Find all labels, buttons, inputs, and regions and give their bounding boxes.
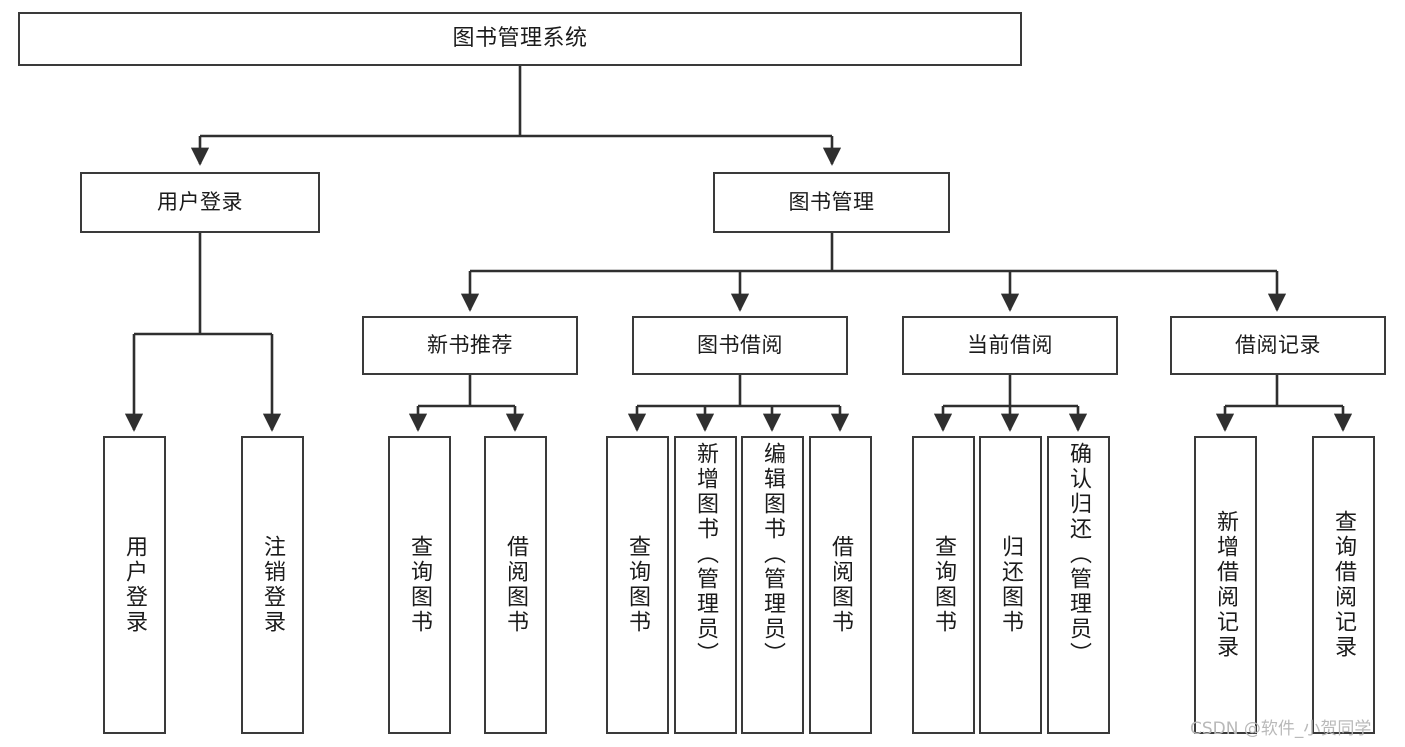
- node-label: 借阅记录: [1235, 333, 1321, 358]
- leaf-edit-book[interactable]: 编辑图书（管理员）: [741, 436, 804, 734]
- node-label: 确认归还（管理员）: [1066, 442, 1092, 667]
- leaf-query-record[interactable]: 查询借阅记录: [1312, 436, 1375, 734]
- leaf-query-book-3[interactable]: 查询图书: [912, 436, 975, 734]
- leaf-confirm-return[interactable]: 确认归还（管理员）: [1047, 436, 1110, 734]
- node-label: 图书管理系统: [452, 26, 588, 52]
- node-label: 借阅图书: [503, 535, 529, 635]
- node-root-system[interactable]: 图书管理系统: [18, 12, 1022, 66]
- leaf-add-record[interactable]: 新增借阅记录: [1194, 436, 1257, 734]
- node-label: 查询图书: [931, 535, 957, 635]
- node-label: 新书推荐: [427, 333, 513, 358]
- leaf-logout-login[interactable]: 注销登录: [241, 436, 304, 734]
- node-current-borrow[interactable]: 当前借阅: [902, 316, 1118, 375]
- leaf-user-login[interactable]: 用户登录: [103, 436, 166, 734]
- node-label: 查询图书: [407, 535, 433, 635]
- node-label: 注销登录: [260, 535, 286, 635]
- node-label: 新增图书（管理员）: [693, 442, 719, 667]
- node-label: 新增借阅记录: [1213, 510, 1239, 660]
- node-new-book-recommend[interactable]: 新书推荐: [362, 316, 578, 375]
- node-label: 当前借阅: [967, 333, 1053, 358]
- node-label: 图书管理: [788, 190, 875, 215]
- node-label: 图书借阅: [697, 333, 783, 358]
- node-label: 查询图书: [625, 535, 651, 635]
- node-book-manage[interactable]: 图书管理: [713, 172, 950, 233]
- leaf-borrow-book-1[interactable]: 借阅图书: [484, 436, 547, 734]
- node-book-borrow[interactable]: 图书借阅: [632, 316, 848, 375]
- node-label: 用户登录: [157, 190, 243, 215]
- node-label: 用户登录: [122, 535, 148, 635]
- node-borrow-record[interactable]: 借阅记录: [1170, 316, 1386, 375]
- node-label: 查询借阅记录: [1331, 510, 1357, 660]
- leaf-query-book-2[interactable]: 查询图书: [606, 436, 669, 734]
- leaf-borrow-book-2[interactable]: 借阅图书: [809, 436, 872, 734]
- watermark-text: CSDN @软件_小贺同学: [1190, 719, 1372, 739]
- leaf-add-book[interactable]: 新增图书（管理员）: [674, 436, 737, 734]
- leaf-query-book-1[interactable]: 查询图书: [388, 436, 451, 734]
- node-label: 编辑图书（管理员）: [760, 442, 786, 667]
- leaf-return-book[interactable]: 归还图书: [979, 436, 1042, 734]
- node-label: 归还图书: [998, 535, 1024, 635]
- node-label: 借阅图书: [828, 535, 854, 635]
- node-user-login[interactable]: 用户登录: [80, 172, 320, 233]
